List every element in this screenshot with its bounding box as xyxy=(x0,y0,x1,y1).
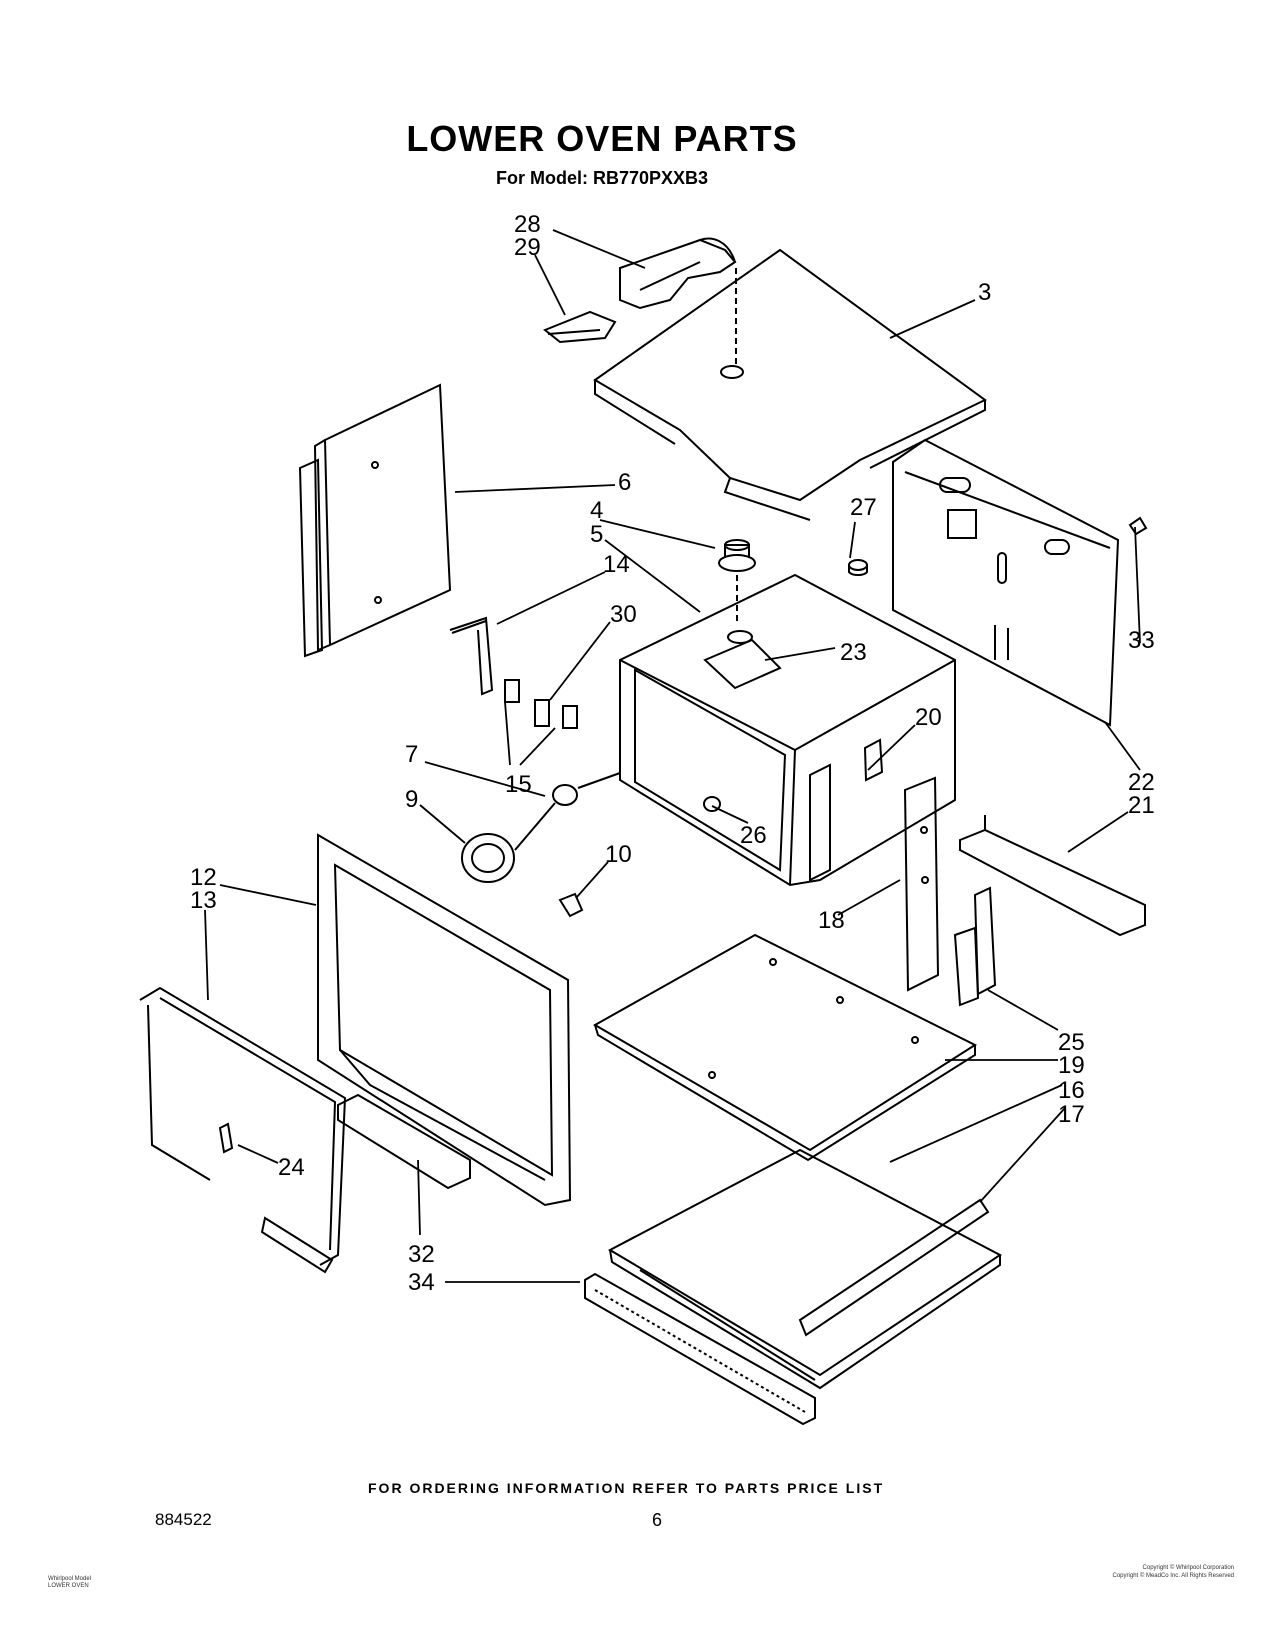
callout-29: 29 xyxy=(514,234,541,261)
corner-note-line-1: Whirlpool Model xyxy=(48,1576,92,1582)
callout-labels: 28 29 3 6 4 5 27 14 30 23 33 20 22 21 7 … xyxy=(190,211,1155,1296)
rear-panel-part xyxy=(892,438,1120,727)
callout-14: 14 xyxy=(603,551,630,578)
callout-17: 17 xyxy=(1058,1101,1085,1128)
callout-19: 19 xyxy=(1058,1052,1085,1079)
callout-23: 23 xyxy=(840,639,867,666)
leader-lines xyxy=(204,229,1141,1283)
corner-note: Whirlpool Model LOWER OVEN xyxy=(48,1576,91,1590)
callout-32: 32 xyxy=(408,1241,435,1268)
bracket-part-14 xyxy=(449,616,494,696)
corner-note-line-2: LOWER OVEN xyxy=(48,1583,89,1589)
left-side-panel-part xyxy=(298,383,452,658)
copyright-line-2: Copyright © MeadCo Inc. All Rights Reser… xyxy=(1112,1573,1234,1579)
callout-27: 27 xyxy=(850,494,877,521)
oven-liner-part xyxy=(619,573,956,887)
door-gasket-part-13 xyxy=(139,986,347,1274)
bottom-panel-part-19 xyxy=(592,933,978,1162)
clip-part-33 xyxy=(1128,516,1148,536)
callout-12: 12 xyxy=(190,864,217,891)
rail-part-21 xyxy=(959,815,1146,937)
callout-4: 4 xyxy=(590,497,603,524)
callout-33: 33 xyxy=(1128,627,1155,654)
callout-15: 15 xyxy=(505,771,532,798)
vent-strip-part-34 xyxy=(584,1272,816,1426)
callout-24: 24 xyxy=(278,1154,305,1181)
top-panel-part xyxy=(593,248,987,521)
bottom-tray-part-16 xyxy=(607,1148,1002,1390)
callout-6: 6 xyxy=(618,469,631,496)
callout-25: 25 xyxy=(1058,1029,1085,1056)
clip-part-24 xyxy=(218,1122,234,1154)
door-frame-part-12 xyxy=(317,833,572,1207)
callout-34: 34 xyxy=(408,1269,435,1296)
ordering-note: FOR ORDERING INFORMATION REFER TO PARTS … xyxy=(368,1480,885,1496)
bracket-part-32 xyxy=(337,1093,471,1190)
side-bracket-part-18 xyxy=(903,776,940,992)
plug-part-27 xyxy=(848,559,868,576)
callout-30: 30 xyxy=(610,601,637,628)
callout-28: 28 xyxy=(514,211,541,238)
callout-22: 22 xyxy=(1128,769,1155,796)
page-title: LOWER OVEN PARTS xyxy=(406,118,798,159)
callout-7: 7 xyxy=(405,741,418,768)
callout-13: 13 xyxy=(190,887,217,914)
switch-part-30 xyxy=(504,679,578,729)
clip-part-10 xyxy=(558,892,584,918)
page-number: 6 xyxy=(652,1510,663,1530)
callout-26: 26 xyxy=(740,822,767,849)
terminal-block-part xyxy=(718,539,756,625)
callout-16: 16 xyxy=(1058,1077,1085,1104)
callout-18: 18 xyxy=(818,907,845,934)
copyright-line-1: Copyright © Whirlpool Corporation xyxy=(1142,1565,1234,1571)
light-bulb-part xyxy=(461,772,621,883)
document-number: 884522 xyxy=(155,1510,212,1529)
callout-9: 9 xyxy=(405,786,418,813)
model-subtitle: For Model: RB770PXXB3 xyxy=(495,168,709,188)
callout-10: 10 xyxy=(605,841,632,868)
callout-3: 3 xyxy=(978,279,991,306)
vent-duct-part xyxy=(543,237,737,344)
copyright-notice: Copyright © Whirlpool Corporation Copyri… xyxy=(1113,1564,1234,1580)
callout-20: 20 xyxy=(915,704,942,731)
hinge-part-25 xyxy=(953,886,997,1007)
callout-21: 21 xyxy=(1128,792,1155,819)
callout-5: 5 xyxy=(590,521,603,548)
